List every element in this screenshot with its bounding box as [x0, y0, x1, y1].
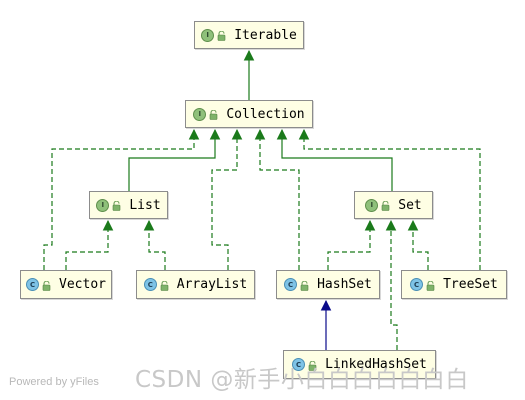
class-icon: C: [292, 358, 306, 371]
node-hashset: C HashSet: [276, 270, 380, 299]
lock-icon: [209, 109, 218, 120]
interface-icon: I: [201, 28, 215, 42]
node-label: ArrayList: [176, 277, 248, 292]
node-list: I List: [89, 191, 168, 219]
lock-icon: [42, 280, 51, 291]
node-arraylist: C ArrayList: [136, 270, 255, 299]
edge-linkedhashset-to-set: [385, 219, 398, 350]
lock-icon: [308, 360, 317, 371]
class-icon: C: [143, 278, 157, 291]
node-label: Collection: [226, 106, 305, 122]
lock-icon: [426, 280, 435, 291]
lock-icon: [112, 200, 121, 211]
class-icon: C: [284, 278, 298, 291]
node-treeset: C TreeSet: [401, 270, 507, 299]
edge-arraylist-to-list: [143, 219, 166, 270]
edge-arraylist-to-collection: [211, 128, 243, 270]
node-iterable: I Iterable: [194, 21, 304, 49]
edge-treeset-to-set: [407, 219, 429, 270]
edge-hashset-to-set: [327, 219, 376, 270]
node-label: LinkedHashSet: [325, 357, 427, 372]
lock-icon: [381, 200, 390, 211]
node-label: Iterable: [234, 27, 297, 43]
powered-by-text: Powered by yFiles: [9, 376, 99, 388]
class-icon: C: [410, 278, 424, 291]
node-linkedhashset: C LinkedHashSet: [283, 350, 436, 379]
edge-vector-to-collection: [43, 128, 200, 270]
lock-icon: [300, 280, 309, 291]
interface-icon: I: [96, 198, 110, 212]
lock-icon: [217, 30, 226, 41]
node-vector: C Vector: [20, 270, 112, 299]
interface-icon: I: [193, 107, 207, 121]
watermark-text: CSDN @新手小白白白白白白白: [135, 367, 469, 393]
class-icon: C: [26, 278, 40, 291]
node-label: Vector: [59, 277, 106, 292]
node-label: TreeSet: [443, 277, 498, 292]
edge-vector-to-list: [65, 219, 114, 270]
edge-list-to-collection: [128, 128, 221, 191]
interface-icon: I: [365, 198, 379, 212]
node-collection: I Collection: [185, 100, 313, 128]
edge-hashset-to-collection: [254, 128, 300, 270]
node-label: Set: [398, 197, 422, 213]
node-label: HashSet: [317, 277, 372, 292]
lock-icon: [160, 280, 169, 291]
node-set: I Set: [354, 191, 433, 219]
node-label: List: [129, 197, 161, 213]
edge-set-to-collection: [276, 128, 393, 191]
edge-treeset-to-collection: [298, 128, 481, 270]
